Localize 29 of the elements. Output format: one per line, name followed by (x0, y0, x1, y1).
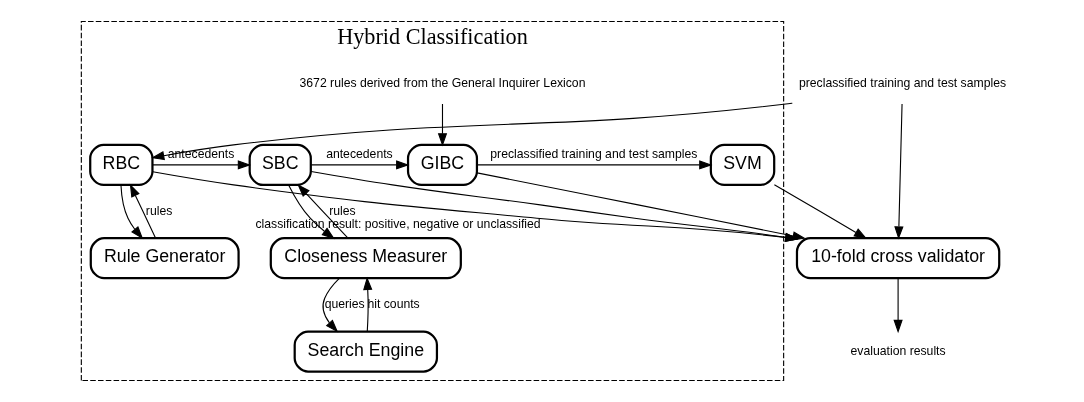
edge-label: rules (328, 203, 356, 218)
arrow (151, 160, 251, 170)
node-box: SBC (248, 143, 312, 186)
edge-label: preclassified training and test samples (489, 146, 697, 161)
node-text: evaluation results (850, 343, 946, 358)
node-text: preclassified training and test samples (798, 75, 1006, 90)
arrow (287, 184, 335, 240)
edge-label: rules (145, 203, 172, 218)
arrow (362, 276, 372, 332)
node-box: RBC (88, 143, 154, 186)
arrow (476, 160, 713, 170)
node-box: GIBC (406, 143, 478, 186)
arrow (310, 160, 409, 170)
node-box: Rule Generator (89, 237, 240, 280)
node-box: Closeness Measurer (269, 237, 462, 280)
node-text: 3672 rules derived from the General Inquirer Lexicon (299, 75, 585, 90)
edge-label: queries (324, 297, 365, 312)
edge-label: antecedents (167, 146, 234, 161)
arrow (437, 103, 447, 147)
arrow (321, 278, 340, 333)
edge-label: antecedents (325, 146, 393, 161)
node-box: 10-fold cross validator (795, 237, 1000, 280)
arrow (119, 184, 143, 240)
node-box: Search Engine (293, 330, 438, 373)
arrow (129, 183, 156, 239)
arrow (892, 278, 903, 334)
arrow (150, 102, 793, 161)
node-box: SVM (709, 143, 775, 186)
arrow (893, 103, 904, 240)
